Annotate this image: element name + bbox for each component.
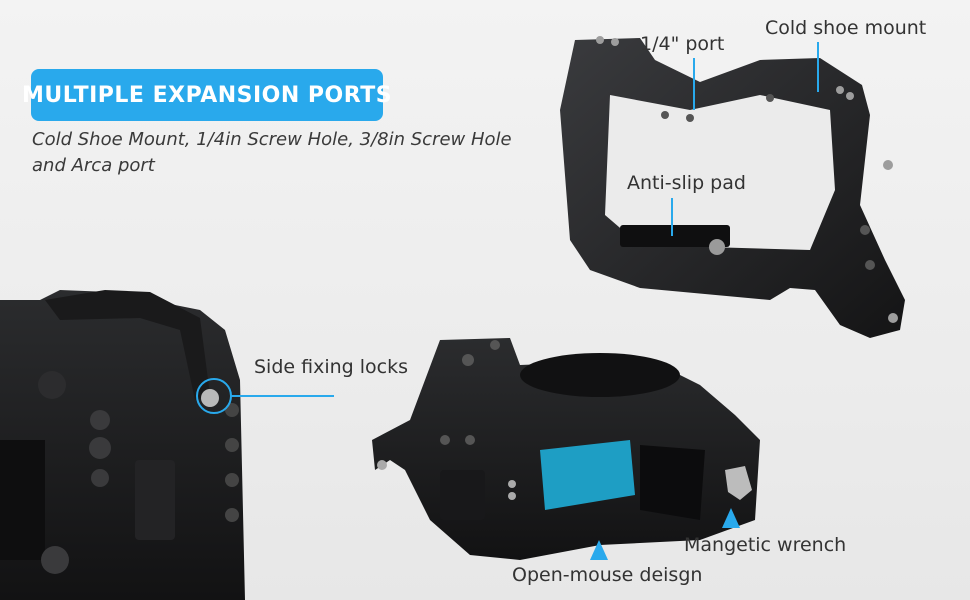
side-lock-screw-shape bbox=[201, 389, 219, 407]
camera-left-closeup bbox=[0, 290, 245, 600]
camera-screen-left bbox=[0, 440, 45, 560]
callout-anti-slip: Anti-slip pad bbox=[627, 172, 746, 194]
wrench-shape bbox=[725, 466, 752, 500]
headline-title: MULTIPLE EXPANSION PORTS bbox=[21, 82, 393, 108]
camera-bottom-view bbox=[372, 338, 760, 560]
headline-subtitle: Cold Shoe Mount, 1/4in Screw Hole, 3/8in… bbox=[32, 129, 512, 176]
callout-cold-shoe: Cold shoe mount bbox=[765, 17, 927, 39]
cage-opening bbox=[605, 95, 835, 250]
callout-pointers bbox=[231, 42, 819, 560]
camera-cage-top-view bbox=[560, 36, 905, 338]
battery-shape bbox=[540, 440, 635, 510]
side-door-left bbox=[135, 460, 175, 540]
cage-handle-left bbox=[45, 290, 210, 400]
pointer-wrench bbox=[722, 508, 740, 528]
port-door-shape bbox=[440, 470, 485, 520]
callout-side-locks: Side fixing locks bbox=[254, 356, 409, 378]
battery-door-shape bbox=[640, 445, 705, 520]
headline-badge: MULTIPLE EXPANSION PORTS bbox=[22, 69, 392, 121]
callout-quarter-port: 1/4" port bbox=[640, 33, 725, 55]
lens-mount-shape bbox=[520, 353, 680, 397]
anti-slip-pad-shape bbox=[620, 225, 730, 247]
callout-wrench: Mangetic wrench bbox=[684, 534, 847, 556]
camera-body-left bbox=[0, 290, 245, 600]
screw-shape bbox=[709, 239, 725, 255]
callout-open-mouse: Open-mouse deisgn bbox=[512, 564, 703, 586]
